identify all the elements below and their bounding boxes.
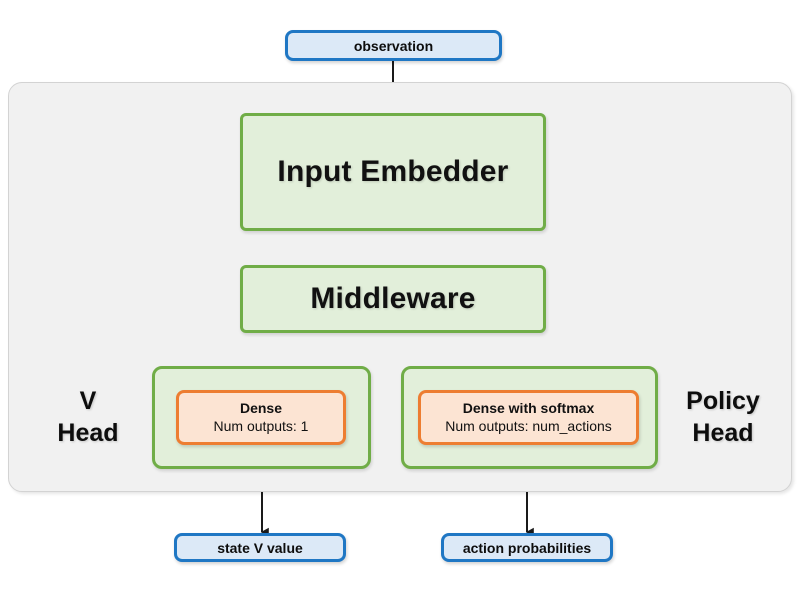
dense-policy-title: Dense with softmax <box>462 400 595 416</box>
node-action-probabilities[interactable]: action probabilities <box>441 533 613 562</box>
node-dense-v[interactable]: Dense Num outputs: 1 <box>176 390 346 445</box>
input-embedder-label: Input Embedder <box>277 155 509 188</box>
node-input-embedder[interactable]: Input Embedder <box>240 113 546 231</box>
head-label-policy-line1: Policy <box>686 387 760 415</box>
observation-label: observation <box>353 37 434 54</box>
dense-v-title: Dense <box>239 400 283 416</box>
middleware-label: Middleware <box>310 282 476 315</box>
node-dense-policy[interactable]: Dense with softmax Num outputs: num_acti… <box>418 390 639 445</box>
action-probabilities-label: action probabilities <box>462 539 592 556</box>
head-label-policy: Policy Head <box>666 385 780 449</box>
node-state-v-value[interactable]: state V value <box>174 533 346 562</box>
head-label-v: V Head <box>40 385 136 449</box>
node-middleware[interactable]: Middleware <box>240 265 546 333</box>
head-label-policy-line2: Head <box>692 419 754 447</box>
head-label-v-line2: Head <box>57 419 119 447</box>
state-v-value-label: state V value <box>217 539 303 556</box>
dense-policy-subtitle: Num outputs: num_actions <box>445 418 612 434</box>
dense-v-subtitle: Num outputs: 1 <box>213 418 309 434</box>
node-observation[interactable]: observation <box>285 30 502 61</box>
head-label-v-line1: V <box>79 387 97 415</box>
